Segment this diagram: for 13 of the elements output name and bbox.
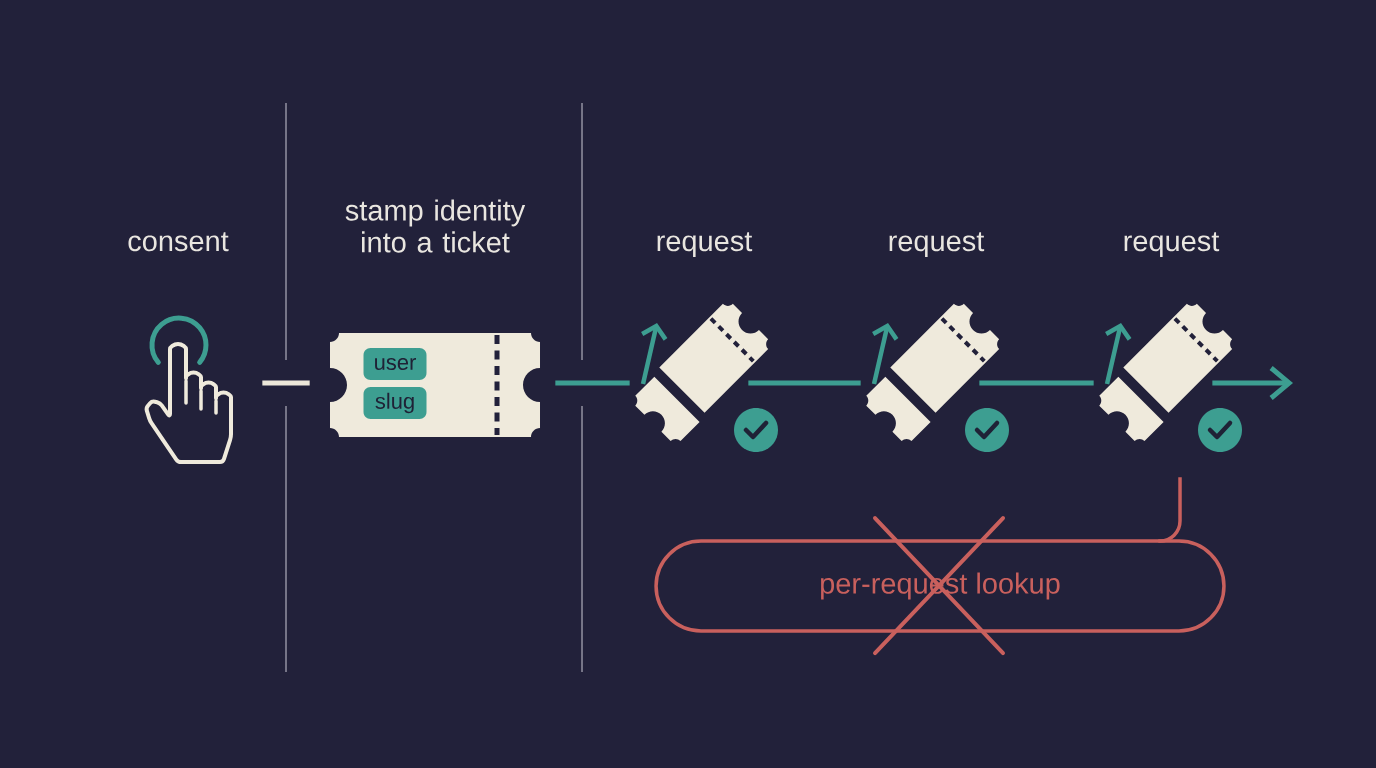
step-heading: request: [657, 232, 753, 257]
label-chip: slug: [363, 387, 427, 419]
step-heading: consent: [128, 232, 229, 252]
step-heading: request: [889, 232, 985, 257]
connector-line: [262, 380, 310, 386]
label-chip: user: [363, 348, 427, 380]
arrow: [1212, 366, 1293, 400]
step-heading: request: [1124, 232, 1220, 257]
connector-line: [555, 380, 630, 386]
connector-line: [979, 380, 1094, 386]
connector-line: [748, 380, 861, 386]
connector-line: [1158, 477, 1182, 543]
step-heading: stamp identity into a ticket: [345, 199, 526, 253]
